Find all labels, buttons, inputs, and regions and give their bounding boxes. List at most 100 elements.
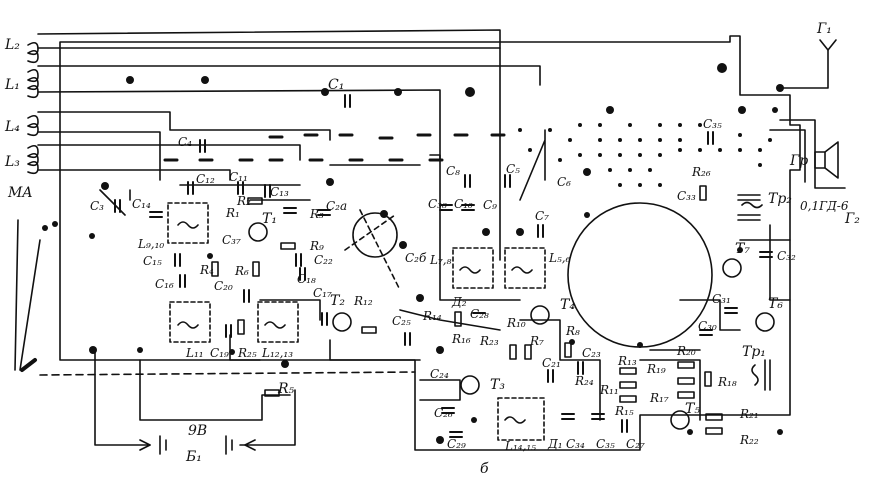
module-l5-6 (504, 247, 546, 289)
label-r17: R₁₇ (650, 391, 669, 405)
dot-grid (518, 123, 772, 187)
label-r25: R₂₅ (238, 346, 257, 360)
label-t1: T₁ (262, 211, 277, 227)
label-r13: R₁₃ (618, 354, 637, 368)
label-c31: C₃₁ (712, 292, 731, 306)
board-outline (59, 35, 801, 451)
transformer-tr1 (751, 359, 771, 391)
label-r12: R₁₂ (354, 294, 373, 308)
label-r22: R₂₂ (740, 433, 759, 447)
label-gr: Гр (790, 153, 809, 169)
label-c2a: C₂а (326, 199, 348, 213)
label-c37: C₃₇ (222, 233, 241, 247)
label-c22: C₂₂ (314, 253, 333, 267)
label-c34: C₃₄ (566, 437, 585, 451)
label-l1: L₁ (5, 77, 20, 93)
label-r20: R₂₀ (677, 344, 696, 358)
label-c35-bottom: C₃₅ (596, 437, 615, 451)
coil-l3 (27, 144, 39, 175)
module-l14-15 (497, 397, 545, 441)
label-t7: T₇ (735, 241, 750, 257)
pad-row (163, 133, 506, 162)
label-g2: Г₂ (845, 211, 860, 227)
label-r14: R₁₄ (423, 309, 442, 323)
transistor-t1 (248, 222, 268, 242)
coil-l2 (27, 41, 39, 64)
label-c19: C₁₉ (210, 346, 229, 360)
label-c1: C₁ (328, 77, 345, 93)
label-l7-8: L₇,₈ (430, 253, 452, 267)
label-r23: R₂₃ (480, 334, 499, 348)
label-r19: R₁₉ (647, 362, 666, 376)
module-l12-13 (257, 301, 299, 343)
label-r7: R₇ (530, 334, 544, 348)
transistor-t3 (460, 375, 480, 395)
label-r21: R₂₁ (740, 407, 759, 421)
label-r8: R₈ (566, 324, 580, 338)
label-c4: C₄ (178, 135, 192, 149)
label-c12: C₁₂ (196, 172, 215, 186)
transistor-t7 (722, 258, 742, 278)
label-c5: C₅ (506, 162, 520, 176)
label-ma: MA (8, 185, 33, 201)
label-r11: R₁₁ (600, 383, 619, 397)
label-c3: C₃ (90, 199, 104, 213)
label-c35-top: C₃₅ (703, 117, 722, 131)
label-t5: T₅ (685, 401, 700, 417)
label-r15: R₁₅ (615, 404, 634, 418)
label-c24: C₂₄ (430, 367, 449, 381)
capacitors (114, 94, 773, 438)
speaker-box (814, 151, 826, 169)
label-c38: C₃₈ (428, 197, 447, 211)
label-c32: C₃₂ (777, 249, 796, 263)
diagram-caption: б (480, 461, 489, 477)
label-r10: R₁₀ (507, 316, 526, 330)
label-d1: Д₁ (548, 437, 563, 451)
label-l9-10: L₉,₁₀ (138, 237, 165, 251)
label-c13: C₁₃ (270, 185, 289, 199)
coil-l1 (27, 68, 39, 99)
label-c23: C₂₃ (582, 346, 601, 360)
label-c30: C₃₀ (698, 319, 717, 333)
label-t6: T₆ (768, 296, 783, 312)
solder-pads (42, 63, 784, 444)
module-l7-8 (452, 247, 494, 289)
label-c6: C₆ (557, 175, 571, 189)
label-c28: C₂₈ (470, 307, 489, 321)
label-r16: R₁₆ (452, 332, 471, 346)
label-battery-voltage: 9В (188, 423, 208, 439)
label-c29: C₂₉ (447, 437, 466, 451)
label-c25: C₂₅ (392, 314, 411, 328)
label-l12-13: L₁₂,₁₃ (262, 346, 294, 360)
label-c10: C₁₀ (454, 197, 473, 211)
transistor-t2 (332, 312, 352, 332)
label-r6: R₆ (235, 264, 249, 278)
label-c2b: C₂б (405, 251, 427, 265)
label-l11: L₁₁ (186, 346, 204, 360)
label-speaker: 0,1ГД-6 (800, 199, 849, 213)
label-c16: C₁₆ (155, 277, 174, 291)
label-c8: C₈ (446, 164, 460, 178)
var-cap-c2 (352, 212, 398, 258)
transistor-t6 (755, 312, 775, 332)
label-tr1: Tр₁ (742, 344, 766, 360)
label-r24: R₂₄ (575, 374, 594, 388)
label-r4: R₄ (200, 263, 214, 277)
label-r3: R₃ (310, 207, 324, 221)
label-tr2: Tр₂ (768, 191, 792, 207)
label-t3: T₃ (490, 377, 505, 393)
label-r9: R₉ (310, 239, 324, 253)
module-l9-10 (167, 202, 209, 244)
resistors (211, 185, 723, 435)
label-c27: C₂₇ (626, 437, 645, 451)
transformer-tr2 (737, 194, 763, 221)
label-c9: C₉ (483, 198, 497, 212)
module-l11 (169, 301, 211, 343)
label-c20: C₂₀ (214, 279, 233, 293)
label-r18: R₁₈ (718, 375, 737, 389)
label-l3: L₃ (5, 154, 20, 170)
label-c11: C₁₁ (229, 170, 248, 184)
label-battery-name: Б₁ (186, 449, 202, 465)
coil-l4 (27, 114, 39, 137)
